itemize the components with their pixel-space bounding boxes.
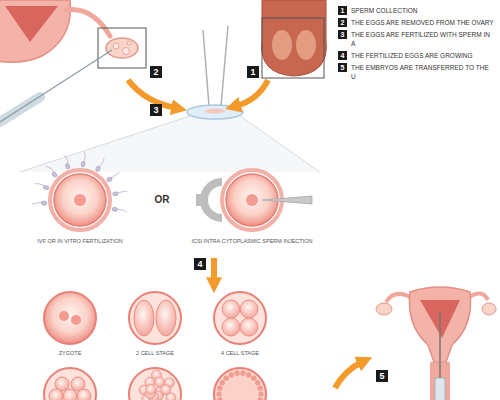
step-text: THE FERTILIZED EGGS ARE GROWING (351, 51, 495, 60)
step-text: THE EGGS ARE FERTILIZED WITH SPERM IN A (351, 30, 495, 48)
stage-label: 2 CELL STAGE (117, 350, 193, 357)
embryo-stages (44, 292, 266, 344)
or-label: OR (149, 194, 175, 205)
callout-number: 1 (247, 66, 259, 78)
callout-number: 5 (376, 370, 388, 382)
step-text: THE EGGS ARE REMOVED FROM THE OVARY (351, 18, 495, 27)
step-number: 2 (338, 18, 347, 27)
magnify-wedge (20, 116, 320, 172)
stage-label: 4 CELL STAGE (202, 350, 278, 357)
step-number: 3 (338, 30, 347, 39)
callout-number: 2 (150, 66, 162, 78)
callout-number: 4 (194, 258, 206, 270)
step-arrows (128, 80, 362, 388)
step-text: SPERM COLLECTION (351, 6, 495, 15)
ivf-egg (32, 152, 127, 230)
uterus-transfer (376, 287, 496, 400)
stage-label: ZYGOTE (32, 350, 108, 357)
method-label: ICSI INTRA CYTOPLASMIC SPERM INJECTION (177, 238, 327, 245)
callout-number: 3 (150, 104, 162, 116)
uterus-top (0, 0, 146, 122)
step-number: 5 (338, 63, 347, 72)
step-number: 1 (338, 6, 347, 15)
method-label: IVF OR IN VITRO FERTILIZATION (15, 238, 145, 245)
testes (262, 0, 327, 78)
step-text: THE EMBRYOS ARE TRANSFERRED TO THE U (351, 63, 495, 81)
step-number: 4 (338, 51, 347, 60)
icsi-egg (196, 170, 312, 230)
petri-dish (187, 26, 243, 119)
embryo-stages-lower (44, 368, 266, 400)
